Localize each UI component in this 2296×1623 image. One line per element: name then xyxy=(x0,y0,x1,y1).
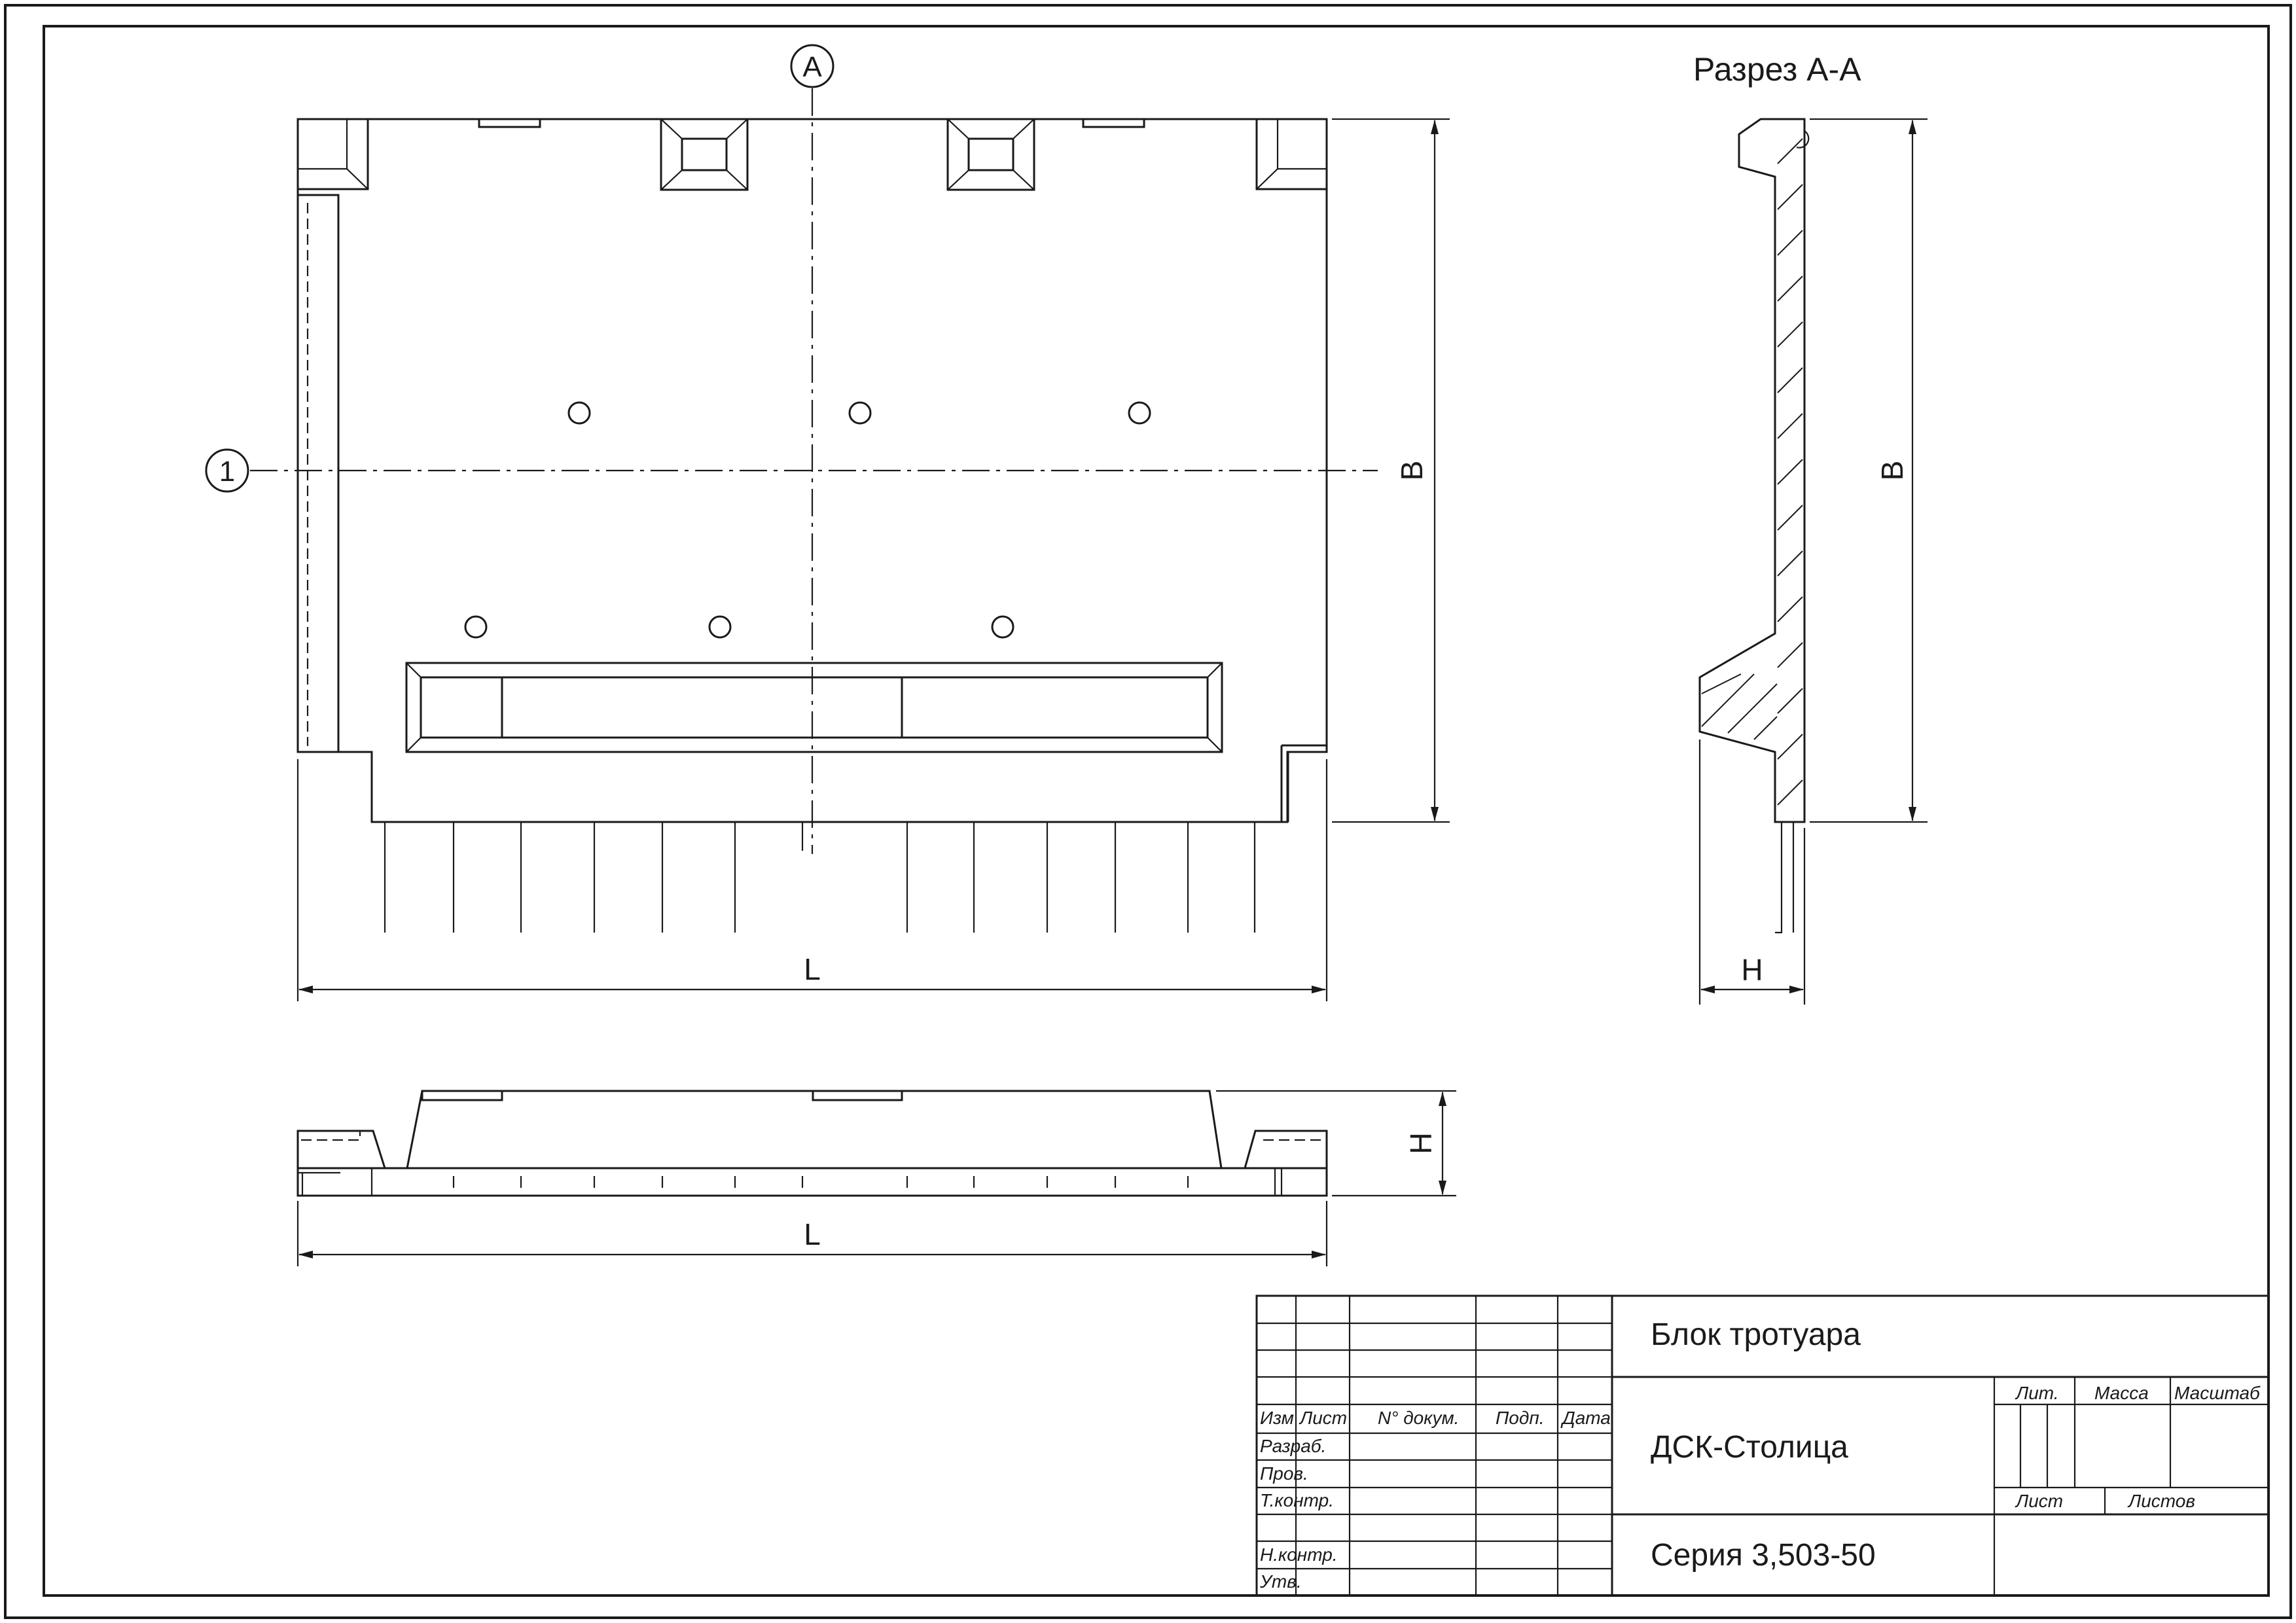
section-dimension-h-label: Н xyxy=(1741,953,1763,987)
hole xyxy=(848,401,872,425)
row-label-tkontr: Т.контр. xyxy=(1260,1490,1334,1510)
holes xyxy=(464,401,1151,639)
col-header-date: Дата xyxy=(1560,1408,1611,1428)
hole xyxy=(708,615,732,639)
row-label-nkontr: Н.контр. xyxy=(1260,1544,1338,1565)
left-edge-strip xyxy=(296,194,340,753)
col-header-sign: Подп. xyxy=(1496,1408,1545,1428)
section-dimension-b-label: В xyxy=(1875,461,1909,481)
side-dimension-l-label: L xyxy=(804,1217,821,1251)
top-notch-right xyxy=(1082,118,1145,128)
side-view-outline xyxy=(296,1090,1328,1197)
row-label-utv: Утв. xyxy=(1259,1571,1302,1592)
section-title: Разрез А-А xyxy=(1693,51,1861,88)
row-label-prov: Пров. xyxy=(1260,1463,1308,1484)
col-header-doc: N° докум. xyxy=(1378,1408,1459,1428)
mass-label: Масса xyxy=(2094,1383,2149,1403)
row-label-razrab: Разраб. xyxy=(1260,1436,1326,1456)
corner-pocket-left xyxy=(296,118,369,190)
organization-name: ДСК-Столица xyxy=(1651,1430,1848,1465)
drawing-frame xyxy=(43,25,2270,1597)
axis-label-1: 1 xyxy=(219,455,235,488)
drawing-name: Блок тротуара xyxy=(1651,1317,1861,1352)
axis-marker-1 xyxy=(205,448,249,493)
series-number: Серия 3,503-50 xyxy=(1651,1538,1876,1573)
lifting-recess-left xyxy=(660,118,749,191)
axis-marker-a xyxy=(790,44,834,88)
dimension-l-label: L xyxy=(804,952,821,986)
section-hatch xyxy=(1701,138,1803,806)
lifting-recess-right xyxy=(946,118,1035,191)
dimension-b-label: В xyxy=(1395,461,1429,481)
title-block: Изм Лист N° докум. Подп. Дата Разраб. Пр… xyxy=(1255,1294,2270,1597)
hole xyxy=(1128,401,1151,425)
rebar-outlets xyxy=(384,822,1256,933)
side-view: Н L xyxy=(296,1090,1456,1266)
col-header-list: Лист xyxy=(1299,1408,1347,1428)
sheet-border xyxy=(4,4,2292,1619)
plan-view: А 1 В L xyxy=(205,44,1450,1001)
lit-label: Лит. xyxy=(2015,1383,2059,1403)
hole xyxy=(464,615,488,639)
sheets-label: Листов xyxy=(2127,1491,2195,1511)
axis-label-a: А xyxy=(802,51,822,83)
col-header-izm: Изм xyxy=(1260,1408,1294,1428)
sheet-label: Лист xyxy=(2015,1491,2063,1511)
side-dimension-h-label: Н xyxy=(1404,1132,1438,1154)
long-slot xyxy=(405,662,1223,753)
section-a-a: Разрез А-А В Н xyxy=(1693,51,1928,1005)
corner-pocket-right xyxy=(1255,118,1328,190)
scale-label: Масштаб xyxy=(2174,1383,2261,1403)
top-notch-left xyxy=(478,118,541,128)
hole xyxy=(991,615,1014,639)
section-outline xyxy=(1698,118,1806,823)
hole xyxy=(567,401,591,425)
